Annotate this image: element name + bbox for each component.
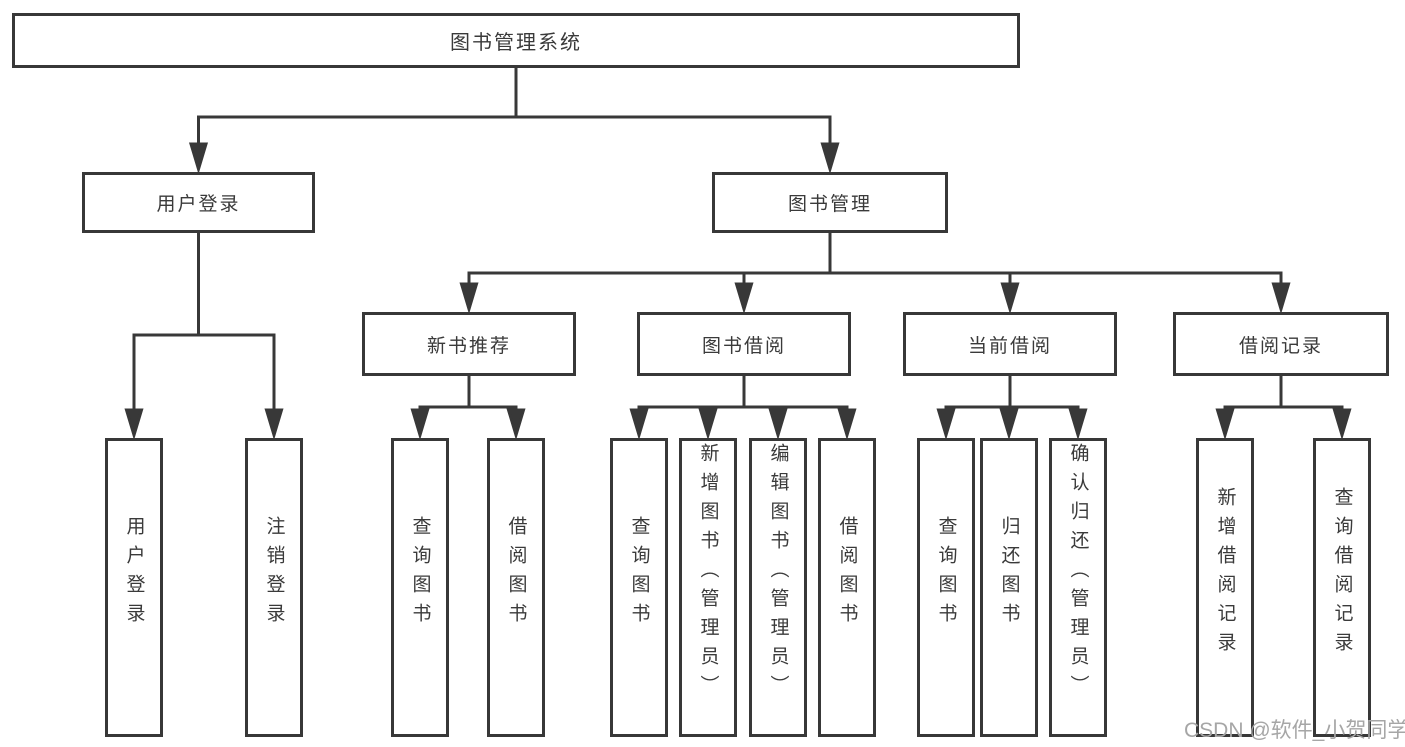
leaf-confirm-return-admin: 确认归还（管理员） bbox=[1049, 438, 1107, 737]
leaf-query-borrow-record-label: 查询借阅记录 bbox=[1331, 486, 1353, 661]
connector-book-management-to-level3 bbox=[459, 233, 1291, 315]
connector-book-borrowing-to-leaves bbox=[629, 376, 857, 441]
node-root: 图书管理系统 bbox=[12, 13, 1020, 68]
node-book-borrowing-label: 图书借阅 bbox=[701, 335, 786, 357]
leaf-return-book-label: 归还图书 bbox=[998, 515, 1020, 632]
leaf-add-borrow-record: 新增借阅记录 bbox=[1196, 438, 1254, 737]
node-user-login-label: 用户登录 bbox=[156, 194, 241, 215]
leaf-borrow-books-borrowing: 借阅图书 bbox=[818, 438, 876, 737]
leaf-add-book-admin: 新增图书（管理员） bbox=[679, 438, 737, 737]
leaf-query-books-borrowing-label: 查询图书 bbox=[628, 515, 650, 632]
node-new-book-recommend: 新书推荐 bbox=[362, 312, 576, 376]
leaf-query-books-borrowing: 查询图书 bbox=[610, 438, 668, 737]
connector-current-borrowing-to-leaves bbox=[936, 376, 1088, 441]
watermark: CSDN @软件_小贺同学 bbox=[1184, 719, 1405, 742]
node-current-borrowing: 当前借阅 bbox=[903, 312, 1117, 376]
leaf-borrow-books-recommend-label: 借阅图书 bbox=[505, 515, 527, 632]
leaf-query-books-recommend-label: 查询图书 bbox=[409, 515, 431, 632]
leaf-query-books-recommend: 查询图书 bbox=[391, 438, 449, 737]
leaf-user-login-label: 用户登录 bbox=[123, 515, 145, 632]
leaf-edit-book-admin-label: 编辑图书（管理员） bbox=[767, 443, 789, 704]
leaf-borrow-books-recommend: 借阅图书 bbox=[487, 438, 545, 737]
node-current-borrowing-label: 当前借阅 bbox=[967, 335, 1052, 357]
leaf-borrow-books-borrowing-label: 借阅图书 bbox=[836, 515, 858, 632]
node-book-management: 图书管理 bbox=[712, 172, 948, 233]
leaf-logout: 注销登录 bbox=[245, 438, 303, 737]
leaf-return-book: 归还图书 bbox=[980, 438, 1038, 737]
node-user-login: 用户登录 bbox=[82, 172, 315, 233]
node-borrowing-records-label: 借阅记录 bbox=[1238, 335, 1323, 357]
leaf-confirm-return-admin-label: 确认归还（管理员） bbox=[1067, 443, 1089, 704]
leaf-query-books-current: 查询图书 bbox=[917, 438, 975, 737]
connector-borrowing-records-to-leaves bbox=[1215, 376, 1352, 441]
node-root-label: 图书管理系统 bbox=[450, 32, 582, 54]
connector-new-book-recommend-to-leaves bbox=[410, 376, 526, 441]
connector-user-login-to-leaves bbox=[124, 233, 284, 441]
leaf-logout-label: 注销登录 bbox=[263, 515, 285, 632]
node-borrowing-records: 借阅记录 bbox=[1173, 312, 1389, 376]
leaf-query-borrow-record: 查询借阅记录 bbox=[1313, 438, 1371, 737]
node-new-book-recommend-label: 新书推荐 bbox=[426, 335, 511, 357]
node-book-management-label: 图书管理 bbox=[787, 194, 872, 215]
leaf-add-book-admin-label: 新增图书（管理员） bbox=[697, 443, 719, 704]
leaf-query-books-current-label: 查询图书 bbox=[935, 515, 957, 632]
connector-root-to-level2 bbox=[188, 68, 840, 175]
leaf-edit-book-admin: 编辑图书（管理员） bbox=[749, 438, 807, 737]
leaf-add-borrow-record-label: 新增借阅记录 bbox=[1214, 486, 1236, 661]
leaf-user-login: 用户登录 bbox=[105, 438, 163, 737]
node-book-borrowing: 图书借阅 bbox=[637, 312, 851, 376]
